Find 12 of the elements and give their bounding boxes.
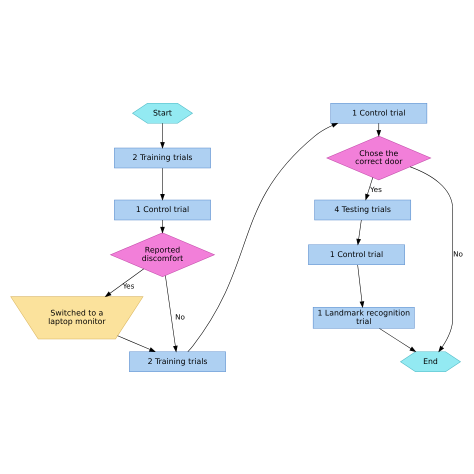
arrow xyxy=(379,328,416,352)
arrow xyxy=(165,274,178,352)
arrow xyxy=(160,219,165,234)
arrow xyxy=(188,122,338,352)
arrow xyxy=(117,334,156,352)
arrow xyxy=(160,167,165,200)
arrow xyxy=(410,166,453,352)
arrow xyxy=(104,268,144,297)
arrow xyxy=(356,219,362,246)
arrow xyxy=(160,122,165,148)
arrow xyxy=(357,264,364,308)
arrow xyxy=(365,176,374,200)
